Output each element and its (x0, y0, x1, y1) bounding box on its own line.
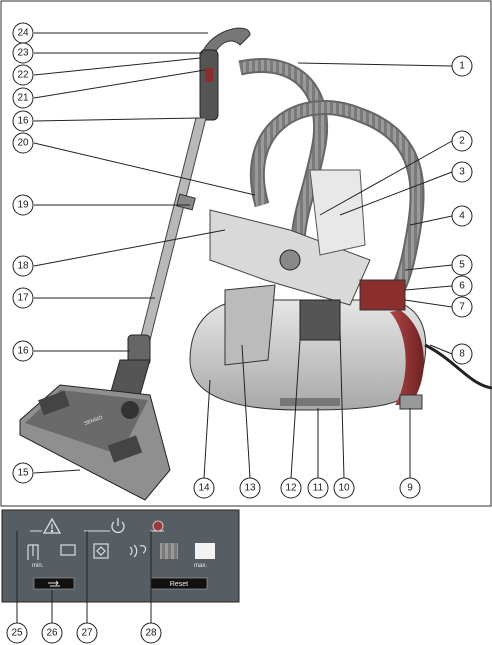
callout-25: 25 (11, 628, 23, 639)
filter-indicator-icon (152, 520, 164, 532)
callout-6: 6 (459, 281, 465, 292)
swap-arrows-icon (48, 580, 60, 587)
panel-leader-lines (16, 531, 152, 623)
power-icon (111, 518, 125, 534)
handle-button (205, 68, 213, 82)
callout-17: 17 (17, 293, 29, 304)
callout-circles (12, 22, 473, 499)
filter-compartment (299, 299, 341, 341)
callout-circle-25 (6, 622, 28, 644)
callout-8: 8 (459, 349, 465, 360)
callout-18: 18 (17, 261, 29, 272)
callout-circle-28 (140, 622, 162, 644)
max-block (195, 543, 215, 559)
hose-connector (279, 249, 301, 271)
nozzle-wheel (121, 401, 139, 419)
callout-2: 2 (459, 136, 465, 147)
rear-wheel (399, 394, 423, 410)
handle-body (199, 49, 219, 121)
rug-icon (93, 543, 109, 559)
swap-button[interactable] (33, 577, 75, 590)
callout-5: 5 (459, 260, 465, 271)
curtain-icon (27, 544, 39, 560)
callout-23: 23 (17, 48, 29, 59)
leader-lines (33, 32, 453, 479)
callout-15: 15 (17, 468, 29, 479)
control-strip (359, 279, 406, 311)
callout-16-tube: 16 (17, 346, 29, 357)
min-label: min. (32, 563, 44, 569)
callout-1: 1 (459, 61, 465, 72)
callout-10: 10 (338, 483, 350, 494)
carry-handle (280, 398, 340, 406)
carpet-icon (160, 543, 178, 559)
callout-24: 24 (17, 28, 29, 39)
callout-26: 26 (46, 628, 58, 639)
callout-7: 7 (459, 302, 465, 313)
callout-12: 12 (285, 483, 297, 494)
sofa-icon (60, 544, 76, 556)
callout-4: 4 (459, 211, 465, 222)
callout-16-handle: 16 (17, 116, 29, 127)
reset-label: Reset (170, 581, 188, 588)
callout-20: 20 (17, 138, 29, 149)
dust-bag (309, 169, 366, 256)
callout-19: 19 (17, 200, 29, 211)
filter-cassette (224, 284, 276, 366)
vacuum-body-red-side (390, 310, 424, 405)
nozzle-switch-left (38, 390, 70, 416)
sound-icon (129, 544, 138, 558)
callout-circle-27 (76, 622, 98, 644)
hose-loop-ribs (251, 102, 423, 298)
callout-22: 22 (17, 70, 29, 81)
callout-21: 21 (17, 93, 29, 104)
callout-11: 11 (313, 483, 324, 494)
callout-13: 13 (244, 483, 256, 494)
callout-14: 14 (198, 483, 210, 494)
callout-28: 28 (145, 628, 157, 639)
callout-9: 9 (407, 483, 413, 494)
max-label: max. (194, 563, 207, 569)
rug-inner-icon (96, 546, 106, 556)
quiet-mark-icon (139, 545, 147, 554)
nozzle-switch-right (107, 435, 143, 463)
callout-circle-26 (41, 622, 63, 644)
warning-icon (42, 517, 62, 534)
hose-upper-ribs (238, 60, 327, 241)
tube-clip (176, 193, 196, 211)
power-cord (424, 343, 492, 390)
callout-27: 27 (81, 628, 93, 639)
callout-3: 3 (459, 167, 465, 178)
